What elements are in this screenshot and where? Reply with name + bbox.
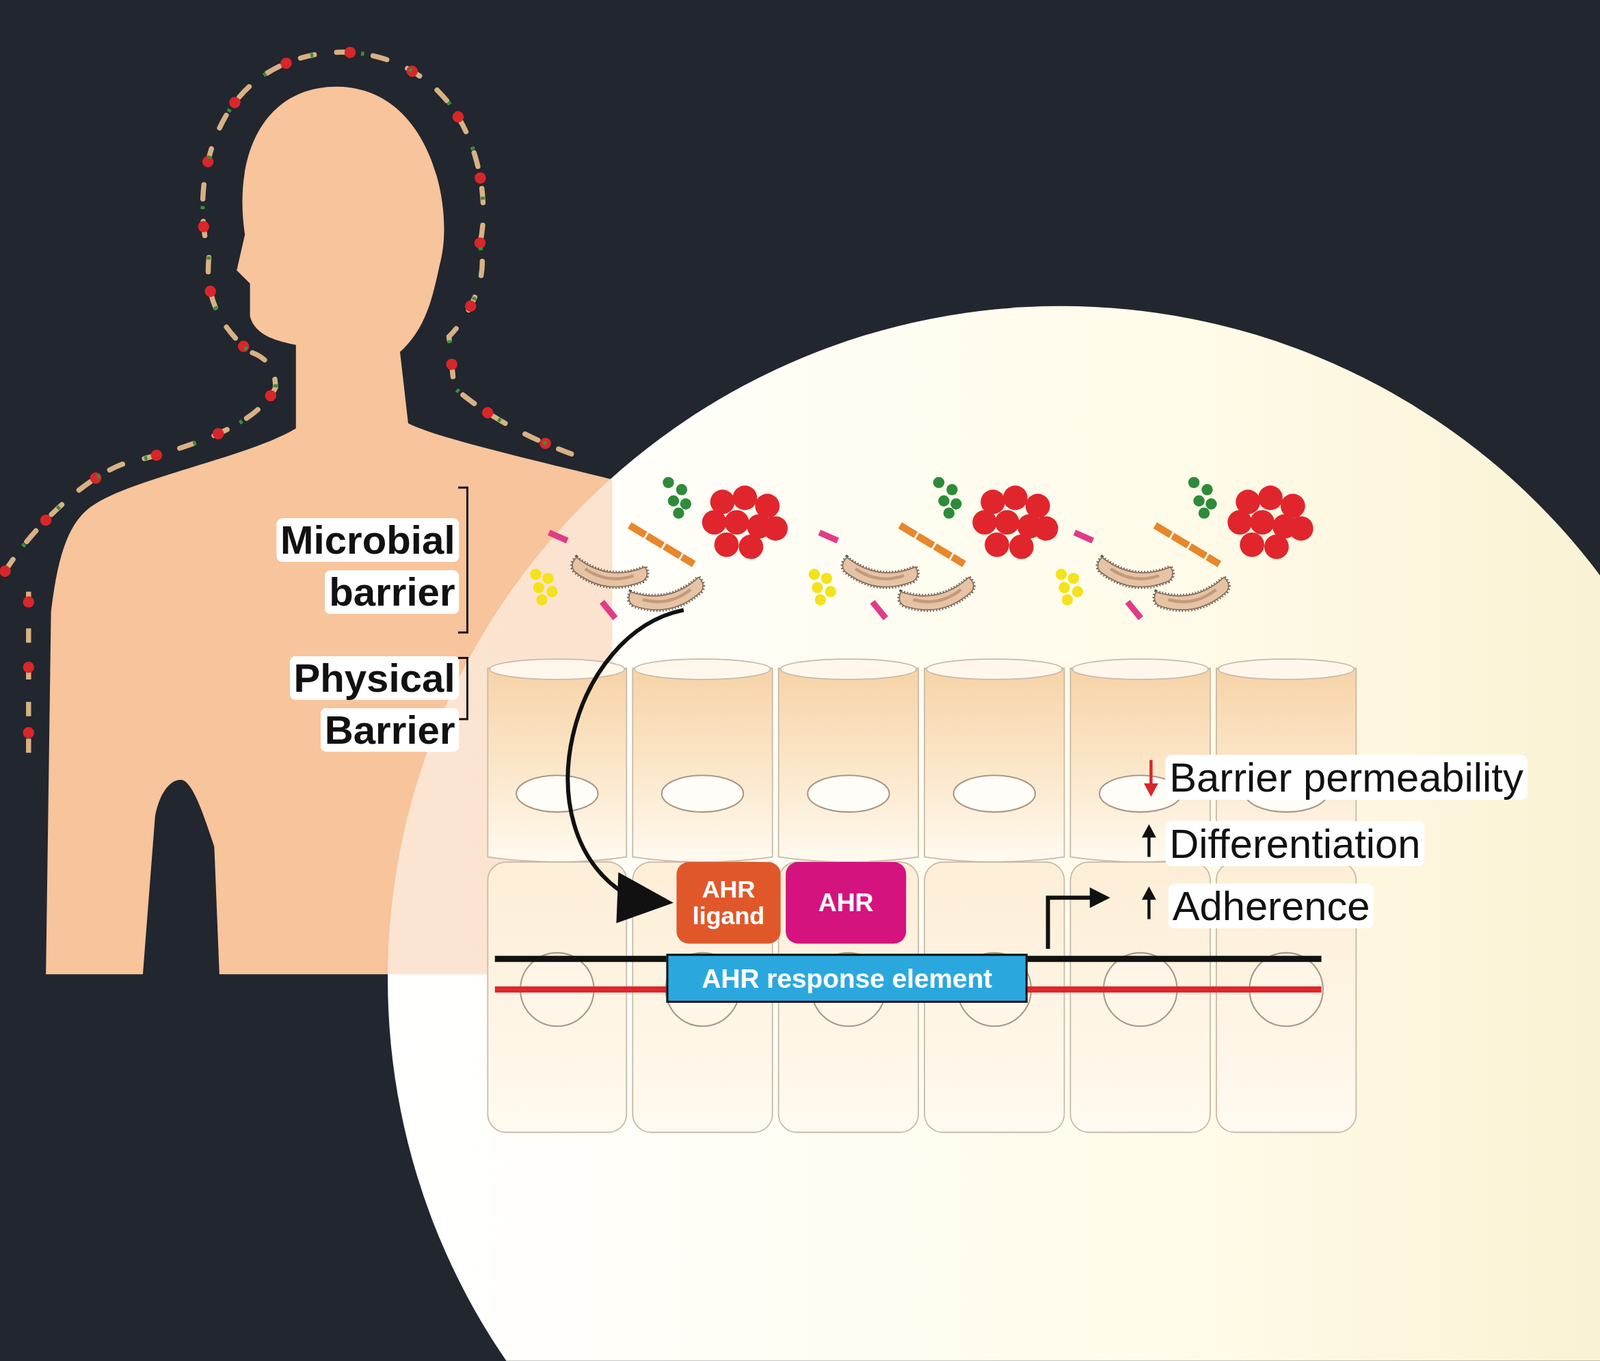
node-text: AHR ligand xyxy=(682,875,775,930)
effect-label: Barrier permeability xyxy=(1165,752,1527,803)
microbe-halo xyxy=(4,51,571,571)
barrier-label: Physical Barrier xyxy=(240,652,460,757)
microbe-halo-green xyxy=(4,51,571,571)
effect-label: Differentiation xyxy=(1165,819,1425,869)
bracket-microbial xyxy=(458,487,468,720)
protein-box: AHR xyxy=(785,862,906,944)
change-arrows xyxy=(1141,760,1159,920)
ligand-arrowhead xyxy=(616,872,674,924)
microbe-halo-left xyxy=(25,592,31,777)
transcription-arrow xyxy=(1048,897,1092,950)
microbe-halo-red xyxy=(4,51,571,571)
microbes xyxy=(529,477,1313,619)
barrier-label: Microbial barrier xyxy=(240,515,460,619)
protein-box: AHR ligand xyxy=(676,862,781,944)
microbe-halo-left-red xyxy=(23,601,35,776)
ligand-arrow xyxy=(568,609,684,894)
zoom-circle xyxy=(387,306,1600,1361)
effect-label: Adherence xyxy=(1168,881,1375,931)
transcription-arrowhead xyxy=(1089,887,1111,909)
node-text: AHR xyxy=(818,888,874,917)
response-element-box: AHR response element xyxy=(666,953,1028,1004)
node-text: AHR response element xyxy=(701,964,993,994)
